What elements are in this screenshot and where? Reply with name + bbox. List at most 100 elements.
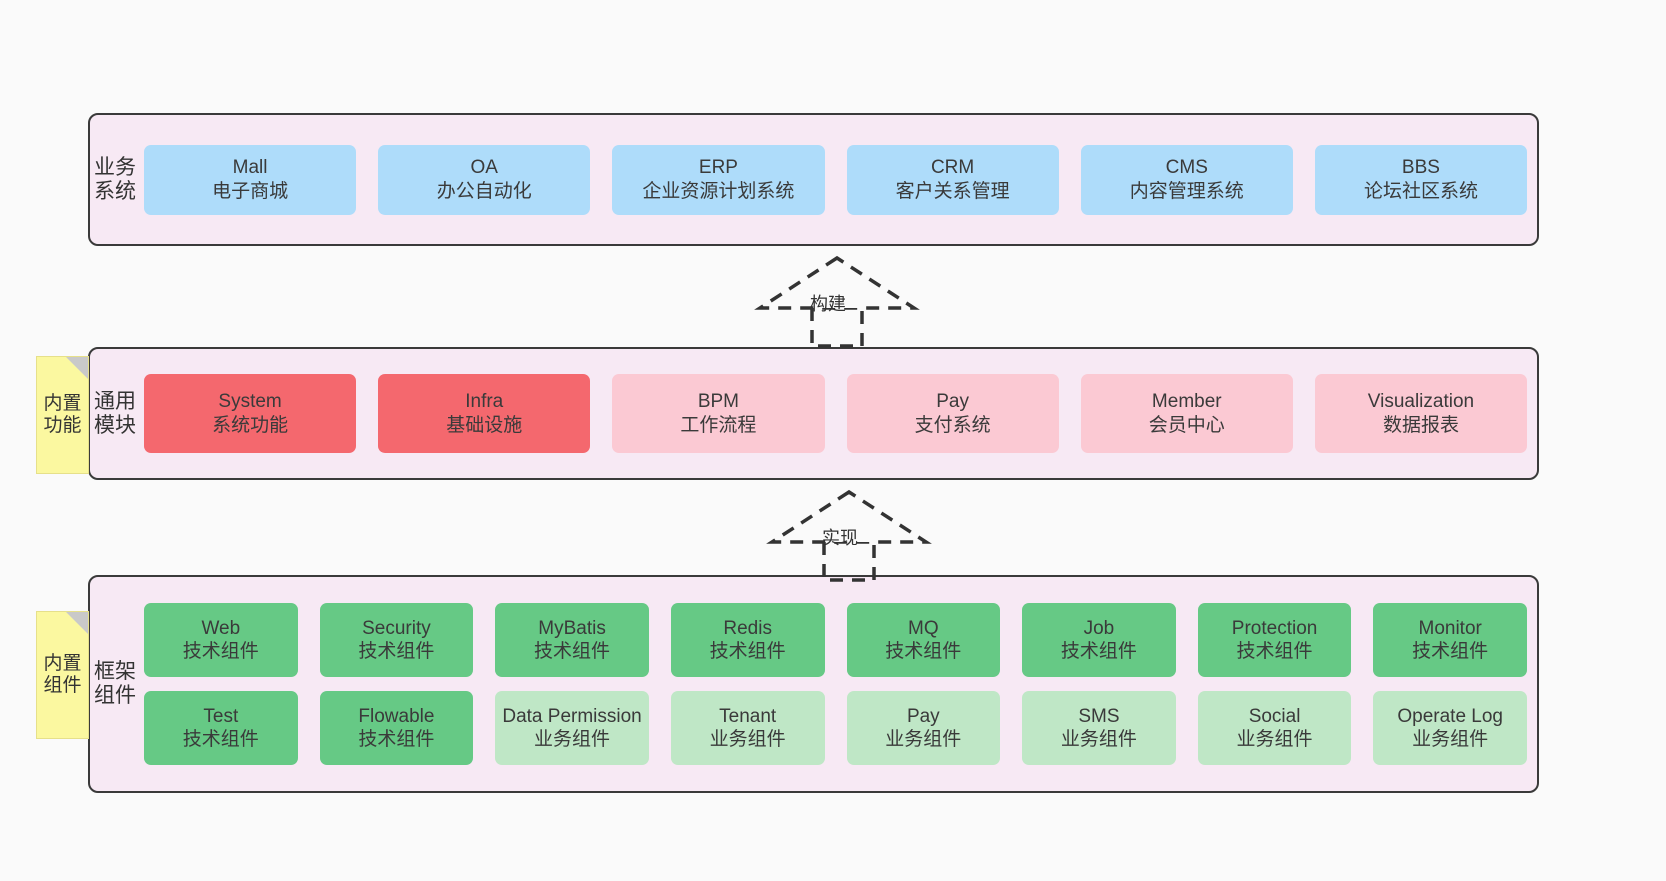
card-subtitle: 企业资源计划系统 <box>642 180 795 202</box>
card-infra[interactable]: Infra 基础设施 <box>378 374 591 453</box>
card-subtitle: 业务组件 <box>1236 729 1313 750</box>
card-title: Flowable <box>358 705 435 727</box>
card-subtitle: 会员中心 <box>1148 414 1225 436</box>
card-tenant[interactable]: Tenant 业务组件 <box>670 691 825 765</box>
card-subtitle: 论坛社区系统 <box>1363 180 1478 202</box>
card-title: SMS <box>1078 705 1120 727</box>
card-subtitle: 技术组件 <box>534 641 611 662</box>
section-body-common-modules: System 系统功能 Infra 基础设施 BPM 工作流程 Pay 支付系统… <box>140 349 1537 478</box>
card-subtitle: 办公自动化 <box>436 180 532 202</box>
sticky-note-label: 内置组件 <box>43 653 82 696</box>
card-sms[interactable]: SMS 业务组件 <box>1022 691 1176 765</box>
fold-corner-icon <box>66 612 88 634</box>
card-operate-log[interactable]: Operate Log 业务组件 <box>1373 691 1527 765</box>
card-monitor[interactable]: Monitor 技术组件 <box>1373 603 1527 677</box>
arrow-build-label: 构建 <box>810 294 846 314</box>
card-title: Monitor <box>1418 617 1482 639</box>
section-common-modules: 通用模块 System 系统功能 Infra 基础设施 BPM 工作流程 Pay… <box>88 347 1539 480</box>
card-title: Pay <box>936 391 969 413</box>
card-mybatis[interactable]: MyBatis 技术组件 <box>495 603 649 677</box>
arrow-build-icon <box>754 255 920 348</box>
card-subtitle: 工作流程 <box>680 414 757 436</box>
card-title: CRM <box>930 157 975 179</box>
section-title-business-systems: 业务系统 <box>94 155 136 203</box>
card-subtitle: 业务组件 <box>1060 729 1137 750</box>
card-subtitle: 内容管理系统 <box>1129 180 1244 202</box>
card-subtitle: 技术组件 <box>1412 641 1489 662</box>
card-title: Data Permission <box>502 705 642 727</box>
card-security[interactable]: Security 技术组件 <box>319 603 474 677</box>
card-visualization[interactable]: Visualization 数据报表 <box>1314 374 1528 453</box>
card-subtitle: 支付系统 <box>914 414 991 436</box>
card-subtitle: 技术组件 <box>709 641 786 662</box>
card-title: ERP <box>698 157 738 179</box>
sticky-note-label: 内置功能 <box>43 393 82 436</box>
arrow-implement-label: 实现 <box>822 528 858 548</box>
card-member[interactable]: Member 会员中心 <box>1080 374 1293 453</box>
card-pay-business[interactable]: Pay 业务组件 <box>846 691 1001 765</box>
card-title: Social <box>1248 705 1301 727</box>
card-title: Member <box>1151 391 1222 413</box>
sticky-note-builtin-features: 内置功能 <box>36 356 89 474</box>
card-mall[interactable]: Mall 电子商城 <box>144 144 357 215</box>
card-mq[interactable]: MQ 技术组件 <box>846 603 1001 677</box>
card-data-permission[interactable]: Data Permission 业务组件 <box>495 691 649 765</box>
section-body-framework-components: Web 技术组件 Security 技术组件 MyBatis 技术组件 Redi… <box>140 577 1537 791</box>
card-subtitle: 技术组件 <box>358 641 435 662</box>
section-framework-components: 框架组件 Web 技术组件 Security 技术组件 MyBatis 技术组件… <box>88 575 1539 793</box>
section-body-business-systems: Mall 电子商城 OA 办公自动化 ERP 企业资源计划系统 CRM 客户关系… <box>140 115 1537 244</box>
card-title: BPM <box>697 391 740 413</box>
fold-corner-icon <box>66 357 88 379</box>
card-title: Redis <box>723 617 772 639</box>
card-title: Job <box>1083 617 1115 639</box>
card-subtitle: 技术组件 <box>182 641 259 662</box>
card-oa[interactable]: OA 办公自动化 <box>378 144 591 215</box>
card-title: MQ <box>908 617 939 639</box>
card-title: Mall <box>232 157 268 179</box>
card-bbs[interactable]: BBS 论坛社区系统 <box>1314 144 1528 215</box>
section-title-framework-components: 框架组件 <box>94 660 136 707</box>
card-title: Security <box>362 617 431 639</box>
card-redis[interactable]: Redis 技术组件 <box>670 603 825 677</box>
section-title-common-modules: 通用模块 <box>94 389 136 437</box>
card-title: CMS <box>1165 157 1208 179</box>
card-subtitle: 客户关系管理 <box>895 180 1010 202</box>
card-social[interactable]: Social 业务组件 <box>1197 691 1352 765</box>
card-job[interactable]: Job 技术组件 <box>1022 603 1176 677</box>
card-title: Web <box>201 617 241 639</box>
card-subtitle: 技术组件 <box>1060 641 1137 662</box>
arrow-implement: 实现 <box>762 486 937 582</box>
card-system[interactable]: System 系统功能 <box>144 374 357 453</box>
card-title: Infra <box>465 391 504 413</box>
card-test[interactable]: Test 技术组件 <box>144 691 298 765</box>
card-row: Mall 电子商城 OA 办公自动化 ERP 企业资源计划系统 CRM 客户关系… <box>144 144 1528 215</box>
card-pay[interactable]: Pay 支付系统 <box>846 374 1059 453</box>
card-flowable[interactable]: Flowable 技术组件 <box>319 691 474 765</box>
card-erp[interactable]: ERP 企业资源计划系统 <box>612 144 825 215</box>
card-row: Test 技术组件 Flowable 技术组件 Data Permission … <box>144 691 1527 765</box>
card-title: Visualization <box>1367 391 1475 413</box>
card-cms[interactable]: CMS 内容管理系统 <box>1080 144 1293 215</box>
card-subtitle: 技术组件 <box>885 641 962 662</box>
card-row: System 系统功能 Infra 基础设施 BPM 工作流程 Pay 支付系统… <box>144 374 1528 453</box>
card-row: Web 技术组件 Security 技术组件 MyBatis 技术组件 Redi… <box>144 603 1527 677</box>
arrow-build: 构建 <box>750 252 925 348</box>
card-title: BBS <box>1401 157 1440 179</box>
card-subtitle: 业务组件 <box>1412 729 1489 750</box>
card-bpm[interactable]: BPM 工作流程 <box>612 374 825 453</box>
card-subtitle: 技术组件 <box>1236 641 1313 662</box>
card-title: System <box>218 391 282 413</box>
card-subtitle: 业务组件 <box>885 729 962 750</box>
card-subtitle: 业务组件 <box>534 729 611 750</box>
sticky-note-builtin-components: 内置组件 <box>36 611 89 739</box>
card-subtitle: 技术组件 <box>182 729 259 750</box>
card-title: Tenant <box>719 705 777 727</box>
card-web[interactable]: Web 技术组件 <box>144 603 298 677</box>
card-subtitle: 电子商城 <box>212 180 289 202</box>
card-title: Pay <box>906 705 940 727</box>
card-crm[interactable]: CRM 客户关系管理 <box>846 144 1059 215</box>
card-protection[interactable]: Protection 技术组件 <box>1197 603 1352 677</box>
card-title: OA <box>470 157 498 179</box>
card-title: Protection <box>1231 617 1318 639</box>
card-title: Test <box>203 705 239 727</box>
